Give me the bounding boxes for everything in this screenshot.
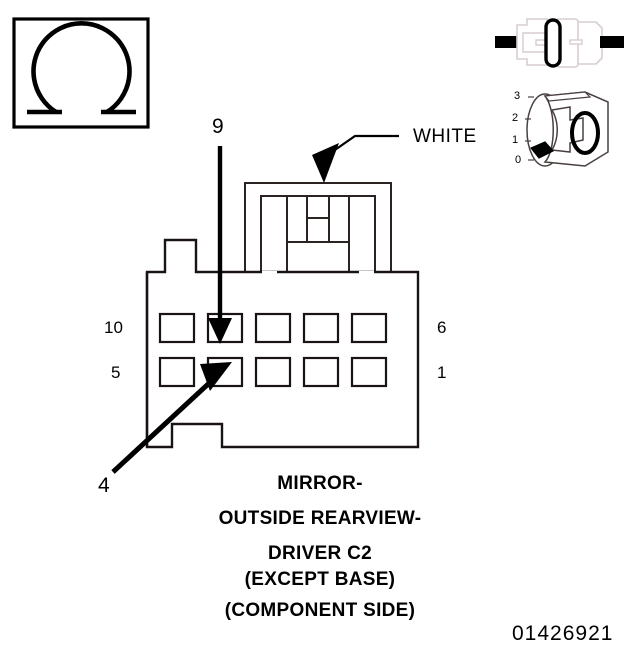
callout-label-4: 4 [98,474,110,497]
pin-cavity [302,312,340,344]
keying-scale-label-1: 1 [512,134,519,146]
wire-color-label: WHITE [413,126,477,147]
caption-text-3: DRIVER C2 [267,543,373,564]
callout-arrow-9 [208,146,232,344]
pin-cavity [158,356,196,388]
wire-color-leader [312,134,399,183]
callout-arrow-4 [111,362,232,474]
pin-row-bottom [158,356,388,388]
callout-label-9: 9 [212,115,224,138]
keying-scale-label-0: 0 [515,154,522,166]
keying-scale-label-2: 2 [512,112,519,124]
caption-line-1: MIRROR- [0,474,640,493]
keying-scale-label-3: 3 [514,90,521,102]
caption-text-2: OUTSIDE REARVIEW- [218,508,422,529]
connector-body-outline [145,238,420,449]
pin-label-bottom-left: 5 [111,363,121,382]
pin-row-top [158,312,388,344]
pin-cavity [302,356,340,388]
pin-label-bottom-right: 1 [437,363,447,382]
pin-cavity [158,312,196,344]
caption-line-4: (EXCEPT BASE) [0,570,640,589]
pin-cavity [350,356,388,388]
connector-keying-icon [525,91,609,167]
pin-label-top-left: 10 [104,318,123,337]
pin-cavity [254,356,292,388]
caption-line-2: OUTSIDE REARVIEW- [0,509,640,528]
caption-line-3: DRIVER C2 [0,544,640,563]
caption-line-5: (COMPONENT SIDE) [0,601,640,620]
pin-cavity [254,312,292,344]
part-id-label: 01426921 [512,622,614,645]
omega-symbol-box [12,17,150,129]
caption-text-4: (EXCEPT BASE) [244,569,396,590]
caption-text-5: (COMPONENT SIDE) [224,600,416,621]
pin-label-top-right: 6 [437,318,447,337]
connector-pair-icon [495,18,624,68]
caption-text-1: MIRROR- [277,473,363,494]
pin-cavity [350,312,388,344]
